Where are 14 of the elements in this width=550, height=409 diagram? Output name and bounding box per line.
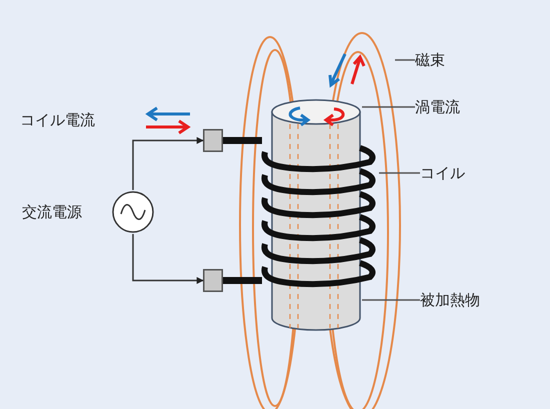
terminal-block <box>203 129 223 152</box>
part-label: 渦電流 <box>415 98 460 116</box>
current-label: コイル電流 <box>20 111 95 129</box>
wire-arrow <box>132 137 204 190</box>
leader-line <box>362 106 415 108</box>
terminal-block <box>203 269 223 292</box>
source-label: 交流電源 <box>22 203 82 221</box>
part-label: コイル <box>420 164 465 182</box>
ac-source-symbol <box>111 190 155 234</box>
leader-line <box>395 59 415 61</box>
wire-arrow <box>132 234 204 284</box>
part-label: 磁束 <box>415 51 445 69</box>
part-label: 被加熱物 <box>420 291 480 309</box>
leader-line <box>362 299 420 301</box>
